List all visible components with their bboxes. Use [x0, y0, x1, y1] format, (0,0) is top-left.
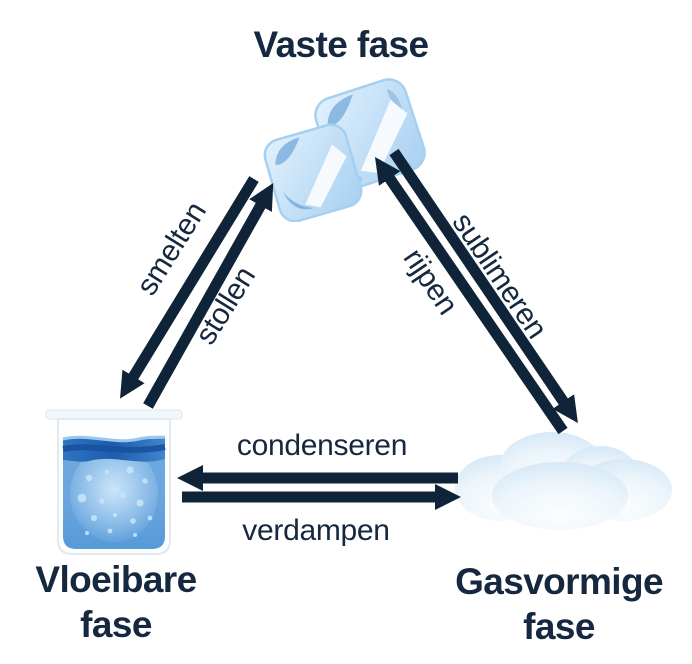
beaker-icon — [45, 409, 183, 555]
beaker-bubbles — [77, 466, 153, 537]
sublimation-arrow — [389, 148, 578, 424]
cloud-icon — [455, 432, 672, 530]
cloud-body — [455, 432, 672, 530]
gas-phase-label: Gasvormige fase — [455, 561, 663, 648]
solid-phase-label: Vaste fase — [253, 24, 429, 65]
deposition-arrow — [374, 157, 568, 435]
liquid-phase-label: Vloeibare fase — [35, 559, 197, 646]
freezing-arrow — [143, 182, 274, 409]
melting-arrow — [120, 176, 259, 399]
condensation-label: condenseren — [236, 429, 408, 462]
evaporation-label: verdampen — [242, 514, 390, 547]
